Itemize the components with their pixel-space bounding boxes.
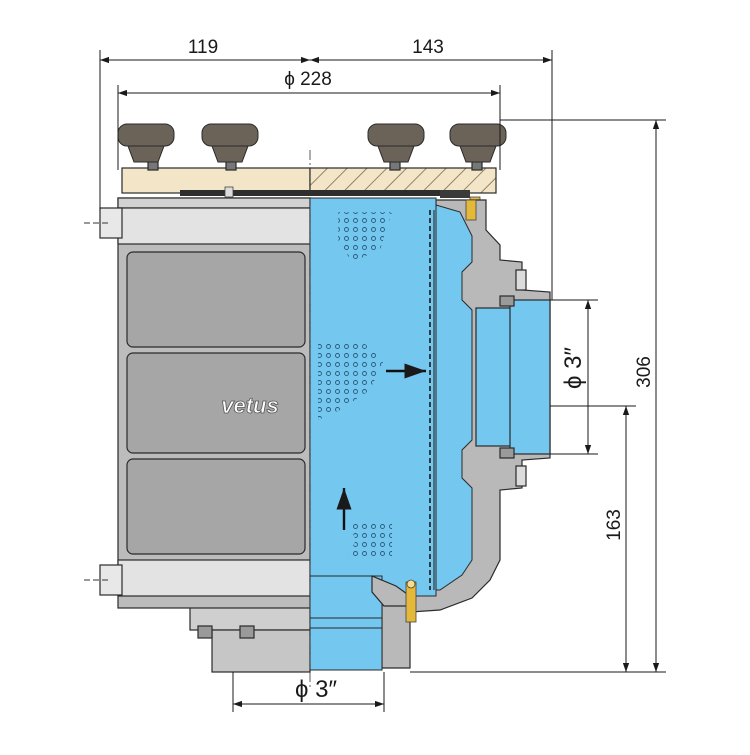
dim-inlet: ϕ 3″: [295, 676, 337, 703]
lower-band: [117, 559, 311, 597]
dim-306: 306: [634, 356, 655, 388]
panel-bottom: [126, 458, 306, 555]
knob-4: [449, 123, 507, 163]
dim-outlet: ϕ 3″: [560, 347, 587, 389]
dimensions: 119 143 ϕ 228 306 163 ϕ 3″ ϕ 3″: [99, 37, 666, 712]
knob-2: [201, 123, 259, 163]
dim-163: 163: [604, 509, 625, 541]
knob-3: [367, 123, 425, 163]
panel-middle: [126, 352, 306, 454]
lid-plate-section: [309, 167, 497, 194]
exterior-view: vetus: [84, 197, 311, 673]
lid-gasket: [180, 190, 450, 196]
base-bolt-2: [239, 625, 255, 639]
upper-band: [117, 207, 311, 245]
section-view: [309, 150, 551, 690]
dim-119: 119: [188, 37, 218, 58]
brass-pin-top: [465, 199, 477, 221]
lid-plate-left: [121, 167, 311, 194]
perforations: [318, 212, 392, 560]
dim-228: ϕ 228: [284, 69, 332, 90]
brand-logo: vetus: [221, 393, 278, 418]
inlet-band: [309, 617, 383, 629]
lid-gasket-right: [440, 190, 470, 198]
panel-top: [126, 251, 306, 348]
outlet-chamber: [435, 204, 473, 591]
lug-bottom: [99, 564, 123, 596]
housing-top-rim: [117, 197, 311, 209]
base-bottom: [211, 629, 311, 673]
lug-top: [99, 207, 123, 239]
dim-143: 143: [412, 37, 444, 58]
knob-1: [117, 123, 175, 163]
base-bolt-1: [197, 625, 213, 639]
outlet-pipe: [475, 269, 551, 487]
